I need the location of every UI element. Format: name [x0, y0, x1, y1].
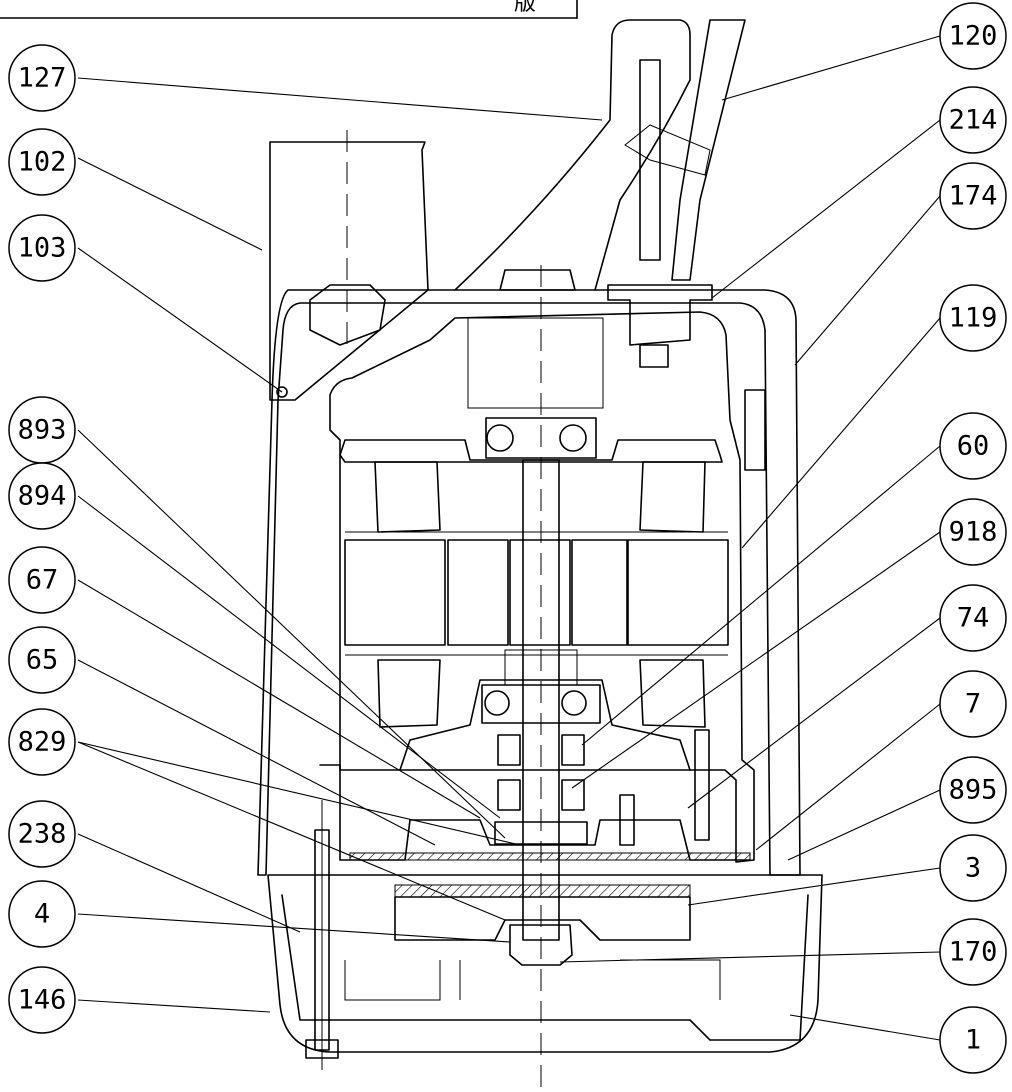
callout-74: 74: [939, 584, 1007, 652]
svg-text:894: 894: [18, 481, 67, 512]
callout-67: 67: [8, 546, 76, 614]
svg-text:895: 895: [949, 775, 998, 806]
upper-bearing-housing: [339, 439, 723, 463]
callout-7: 7: [939, 670, 1007, 738]
svg-text:103: 103: [18, 233, 67, 264]
callout-894: 894: [8, 462, 76, 530]
pump-casing-inner: [281, 894, 809, 1041]
cable-gland-plug: [639, 344, 669, 368]
discharge-pipe: [269, 141, 429, 401]
svg-text:829: 829: [18, 727, 67, 758]
svg-text:119: 119: [949, 303, 998, 334]
svg-text:170: 170: [949, 937, 998, 968]
svg-text:127: 127: [18, 63, 67, 94]
handle: [454, 19, 691, 291]
svg-text:918: 918: [949, 517, 998, 548]
svg-text:238: 238: [18, 819, 67, 850]
through-bolt-left: [305, 800, 339, 1070]
svg-text:146: 146: [18, 985, 67, 1016]
callout-102: 102: [8, 128, 76, 196]
callout-174: 174: [939, 162, 1007, 230]
lower-bearing-ball-right: [561, 690, 587, 716]
shaft: [522, 459, 560, 941]
svg-text:4: 4: [34, 899, 50, 930]
lower-bearing-ball-left: [484, 690, 510, 716]
impeller: [394, 896, 691, 941]
callout-3: 3: [939, 834, 1007, 902]
callout-60: 60: [939, 412, 1007, 480]
svg-text:3: 3: [965, 853, 981, 884]
top-nut: [499, 269, 576, 291]
svg-text:65: 65: [26, 645, 59, 676]
mechanical-seal: [494, 734, 588, 845]
oring-103: [276, 386, 288, 398]
outer-cover: [257, 289, 801, 876]
oil-casing: [319, 764, 751, 861]
impeller-plate: [394, 884, 691, 898]
upper-bearing-ball-right: [559, 424, 587, 452]
svg-text:174: 174: [949, 181, 998, 212]
svg-text:60: 60: [957, 431, 990, 462]
callout-146: 146: [8, 966, 76, 1034]
svg-text:893: 893: [18, 415, 67, 446]
terminal-box: [467, 317, 604, 409]
callout-65: 65: [8, 626, 76, 694]
upper-bearing-ball-left: [486, 424, 514, 452]
leader-lines-right: [559, 35, 941, 1041]
svg-text:102: 102: [18, 147, 67, 178]
casing-gasket: [349, 852, 751, 861]
svg-text:1: 1: [965, 1025, 981, 1056]
handle-grip: [639, 59, 661, 261]
lower-bearing: [481, 684, 601, 724]
power-cable: [671, 19, 746, 281]
svg-text:67: 67: [26, 565, 59, 596]
svg-text:120: 120: [949, 21, 998, 52]
bearing-bracket: [399, 679, 691, 771]
cable-clamp: [624, 124, 711, 176]
impeller-nut: [509, 924, 573, 966]
callout-829: 829: [8, 708, 76, 776]
callout-103: 103: [8, 214, 76, 282]
stator-coil-top: [374, 461, 706, 533]
stator-coil-bottom: [377, 659, 706, 728]
callout-893: 893: [8, 396, 76, 464]
svg-text:7: 7: [965, 689, 981, 720]
leader-lines-left: [77, 77, 603, 1013]
callout-214: 214: [939, 86, 1007, 154]
callout-170: 170: [939, 918, 1007, 986]
svg-text:74: 74: [957, 603, 990, 634]
upper-bolt: [744, 389, 766, 471]
callout-119: 119: [939, 284, 1007, 352]
callout-918: 918: [939, 498, 1007, 566]
upper-bearing: [485, 417, 597, 459]
pump-casing: [267, 874, 823, 1053]
title-block-fragment: 版: [0, 0, 578, 19]
callout-1: 1: [939, 1006, 1007, 1074]
strainer-channel: [344, 959, 721, 1001]
bolt-right: [619, 729, 710, 846]
header-mark: 版: [514, 0, 536, 16]
svg-text:214: 214: [949, 105, 998, 136]
callout-4: 4: [8, 880, 76, 948]
callout-127: 127: [8, 44, 76, 112]
motor-frame: [329, 311, 755, 863]
discharge-flange: [309, 284, 386, 346]
callout-120: 120: [939, 2, 1007, 70]
stator-core: [344, 531, 729, 656]
callout-238: 238: [8, 800, 76, 868]
cable-gland: [607, 284, 713, 346]
callout-895: 895: [939, 756, 1007, 824]
